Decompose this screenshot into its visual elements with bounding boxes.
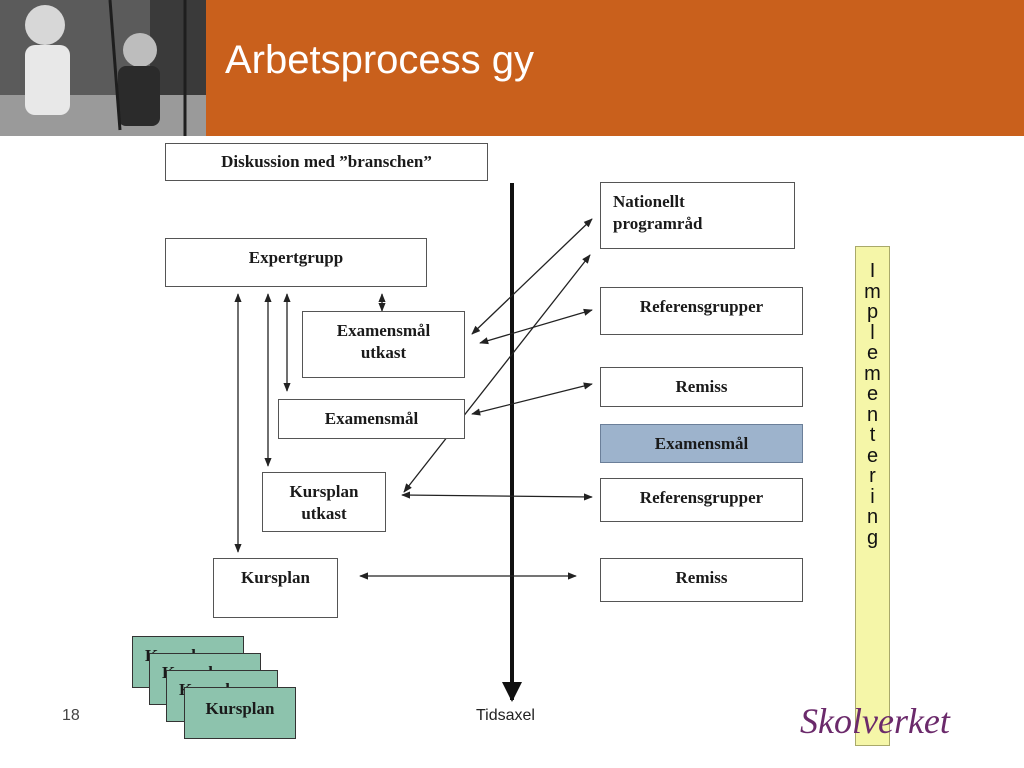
box-nationellt-line2: programråd — [613, 214, 703, 234]
box-examensmal-final-label: Examensmål — [654, 434, 749, 453]
implementering-letter: n — [866, 506, 879, 528]
box-diskussion-label: Diskussion med ”branschen” — [221, 152, 432, 171]
implementering-letter: i — [870, 485, 875, 508]
kursplan-stack-4: Kursplan — [184, 687, 296, 739]
box-nationellt-programrad: Nationellt programråd — [600, 182, 795, 249]
implementering-letter: I — [869, 260, 876, 282]
box-referensgrupper-2-label: Referensgrupper — [639, 488, 764, 507]
implementering-letter: l — [870, 321, 875, 344]
box-diskussion: Diskussion med ”branschen” — [165, 143, 488, 181]
implementering-letter: e — [866, 383, 879, 405]
arrow-kursplan-utkast-referens — [401, 491, 593, 501]
page-number: 18 — [62, 707, 80, 724]
box-examensmal-utkast-line1: Examensmål — [336, 321, 431, 340]
box-kursplan: Kursplan — [213, 558, 338, 618]
skolverket-logo: Skolverket — [800, 701, 950, 741]
box-referensgrupper-1-label: Referensgrupper — [639, 297, 764, 316]
box-examensmal-utkast: Examensmål utkast — [302, 311, 465, 378]
box-remiss-2-label: Remiss — [675, 568, 728, 587]
box-examensmal: Examensmål — [278, 399, 465, 439]
arrow-examensmal-remiss — [471, 382, 593, 416]
box-referensgrupper-2: Referensgrupper — [600, 478, 803, 522]
implementering-letter: r — [869, 465, 876, 487]
implementering-letter: m — [864, 280, 881, 303]
box-remiss-1: Remiss — [600, 367, 803, 407]
box-examensmal-utkast-line2: utkast — [360, 343, 407, 363]
arrow-kursplan-utkast-nationellt — [403, 254, 591, 493]
box-remiss-2: Remiss — [600, 558, 803, 602]
header-photo — [0, 0, 206, 136]
slide-title: Arbetsprocess gy — [225, 38, 535, 82]
implementering-letter: t — [869, 424, 876, 446]
box-expertgrupp: Expertgrupp — [165, 238, 427, 287]
kursplan-stack-4-label: Kursplan — [205, 699, 275, 718]
implementering-letter: p — [866, 301, 879, 323]
box-nationellt-line1: Nationellt — [613, 192, 685, 211]
implementering-letter: e — [866, 342, 879, 364]
arrow-utkast-nationellt — [471, 218, 593, 335]
box-examensmal-label: Examensmål — [324, 409, 419, 428]
box-kursplan-utkast-line2: utkast — [301, 504, 347, 524]
box-remiss-1-label: Remiss — [675, 377, 728, 396]
implementering-letter: m — [864, 362, 881, 385]
box-kursplan-utkast: Kursplan utkast — [262, 472, 386, 532]
implementering-box: I m p l e m e n t e r i n g — [855, 246, 890, 746]
box-referensgrupper-1: Referensgrupper — [600, 287, 803, 335]
box-examensmal-final: Examensmål — [600, 424, 803, 463]
implementering-letter: n — [866, 403, 879, 426]
time-axis-label: Tidsaxel — [476, 707, 535, 724]
box-expertgrupp-label: Expertgrupp — [248, 248, 344, 267]
photo-illustration — [0, 0, 206, 136]
arrow-utkast-referens — [479, 308, 593, 345]
implementering-text: I m p l e m e n t e r i n g — [856, 261, 889, 548]
implementering-letter: e — [866, 444, 879, 467]
implementering-letter: g — [866, 526, 879, 549]
box-kursplan-label: Kursplan — [241, 568, 310, 587]
box-kursplan-utkast-line1: Kursplan — [289, 482, 359, 501]
